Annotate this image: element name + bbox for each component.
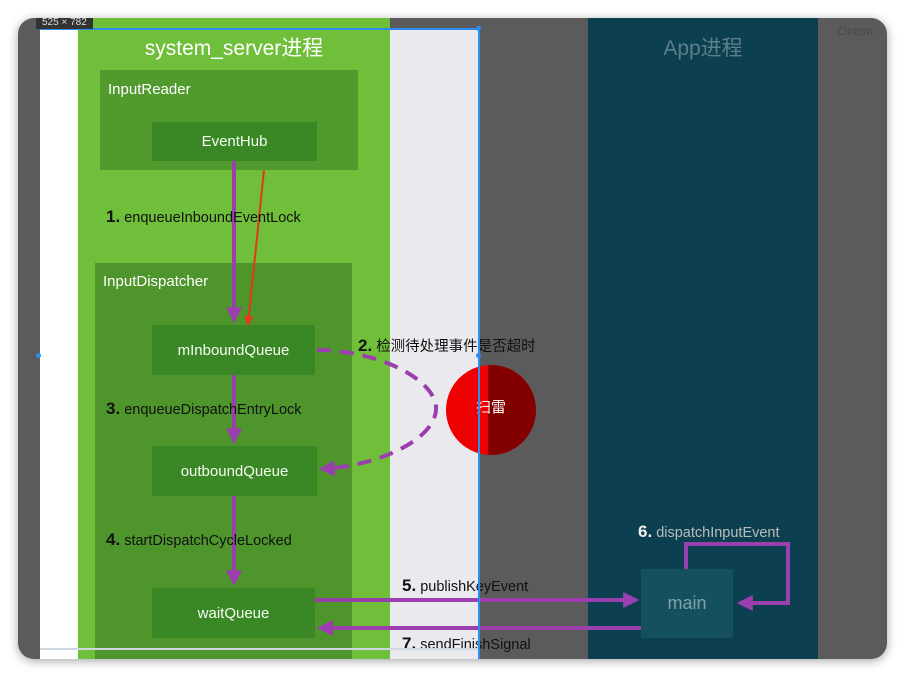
step-5-label: 5.publishKeyEvent <box>402 576 529 595</box>
resize-handle-top-right[interactable] <box>476 26 481 31</box>
arrow-timeout-check <box>316 348 439 477</box>
arrow-dispatch-input-event <box>684 542 790 611</box>
step-2-label: 2.检测待处理事件是否超时 <box>358 336 536 355</box>
resize-handle-left[interactable] <box>36 353 41 358</box>
selection-border-bottom <box>40 648 478 650</box>
mine-circle-shade <box>488 365 536 455</box>
presentation-slide: system_server进程 App进程 InputReader EventH… <box>18 18 887 659</box>
app-process-panel <box>588 18 818 659</box>
step-7-label: 7.sendFinishSignal <box>402 634 531 653</box>
wait-queue-node: waitQueue <box>152 588 315 638</box>
event-hub-node: EventHub <box>152 122 317 161</box>
mine-sweep-circle <box>446 365 536 455</box>
step-6-label: 6.dispatchInputEvent <box>638 522 780 541</box>
system-server-title: system_server进程 <box>144 37 324 60</box>
watermark-text: Ointon <box>837 24 873 38</box>
selection-border-right <box>478 28 480 659</box>
step-3-label: 3.enqueueDispatchEntryLock <box>106 399 302 418</box>
selection-size-badge: 525 × 782 <box>36 18 93 29</box>
mine-sweep-label: 扫雷 <box>475 399 506 416</box>
step-4-label: 4.startDispatchCycleLocked <box>106 530 292 549</box>
outbound-queue-node: outboundQueue <box>152 446 317 496</box>
input-reader-label: InputReader <box>108 81 191 98</box>
app-main-node: main <box>641 569 733 638</box>
input-dispatcher-label: InputDispatcher <box>103 273 209 290</box>
resize-handle-right[interactable] <box>476 353 481 358</box>
app-process-title: App进程 <box>663 37 743 60</box>
step-1-label: 1.enqueueInboundEventLock <box>106 207 301 226</box>
inbound-queue-node: mInboundQueue <box>152 325 315 375</box>
flow-arrows <box>226 161 790 636</box>
canvas-gray-strip <box>390 28 480 659</box>
selection-border-top <box>40 28 478 30</box>
red-annotation-arrow <box>243 169 265 326</box>
